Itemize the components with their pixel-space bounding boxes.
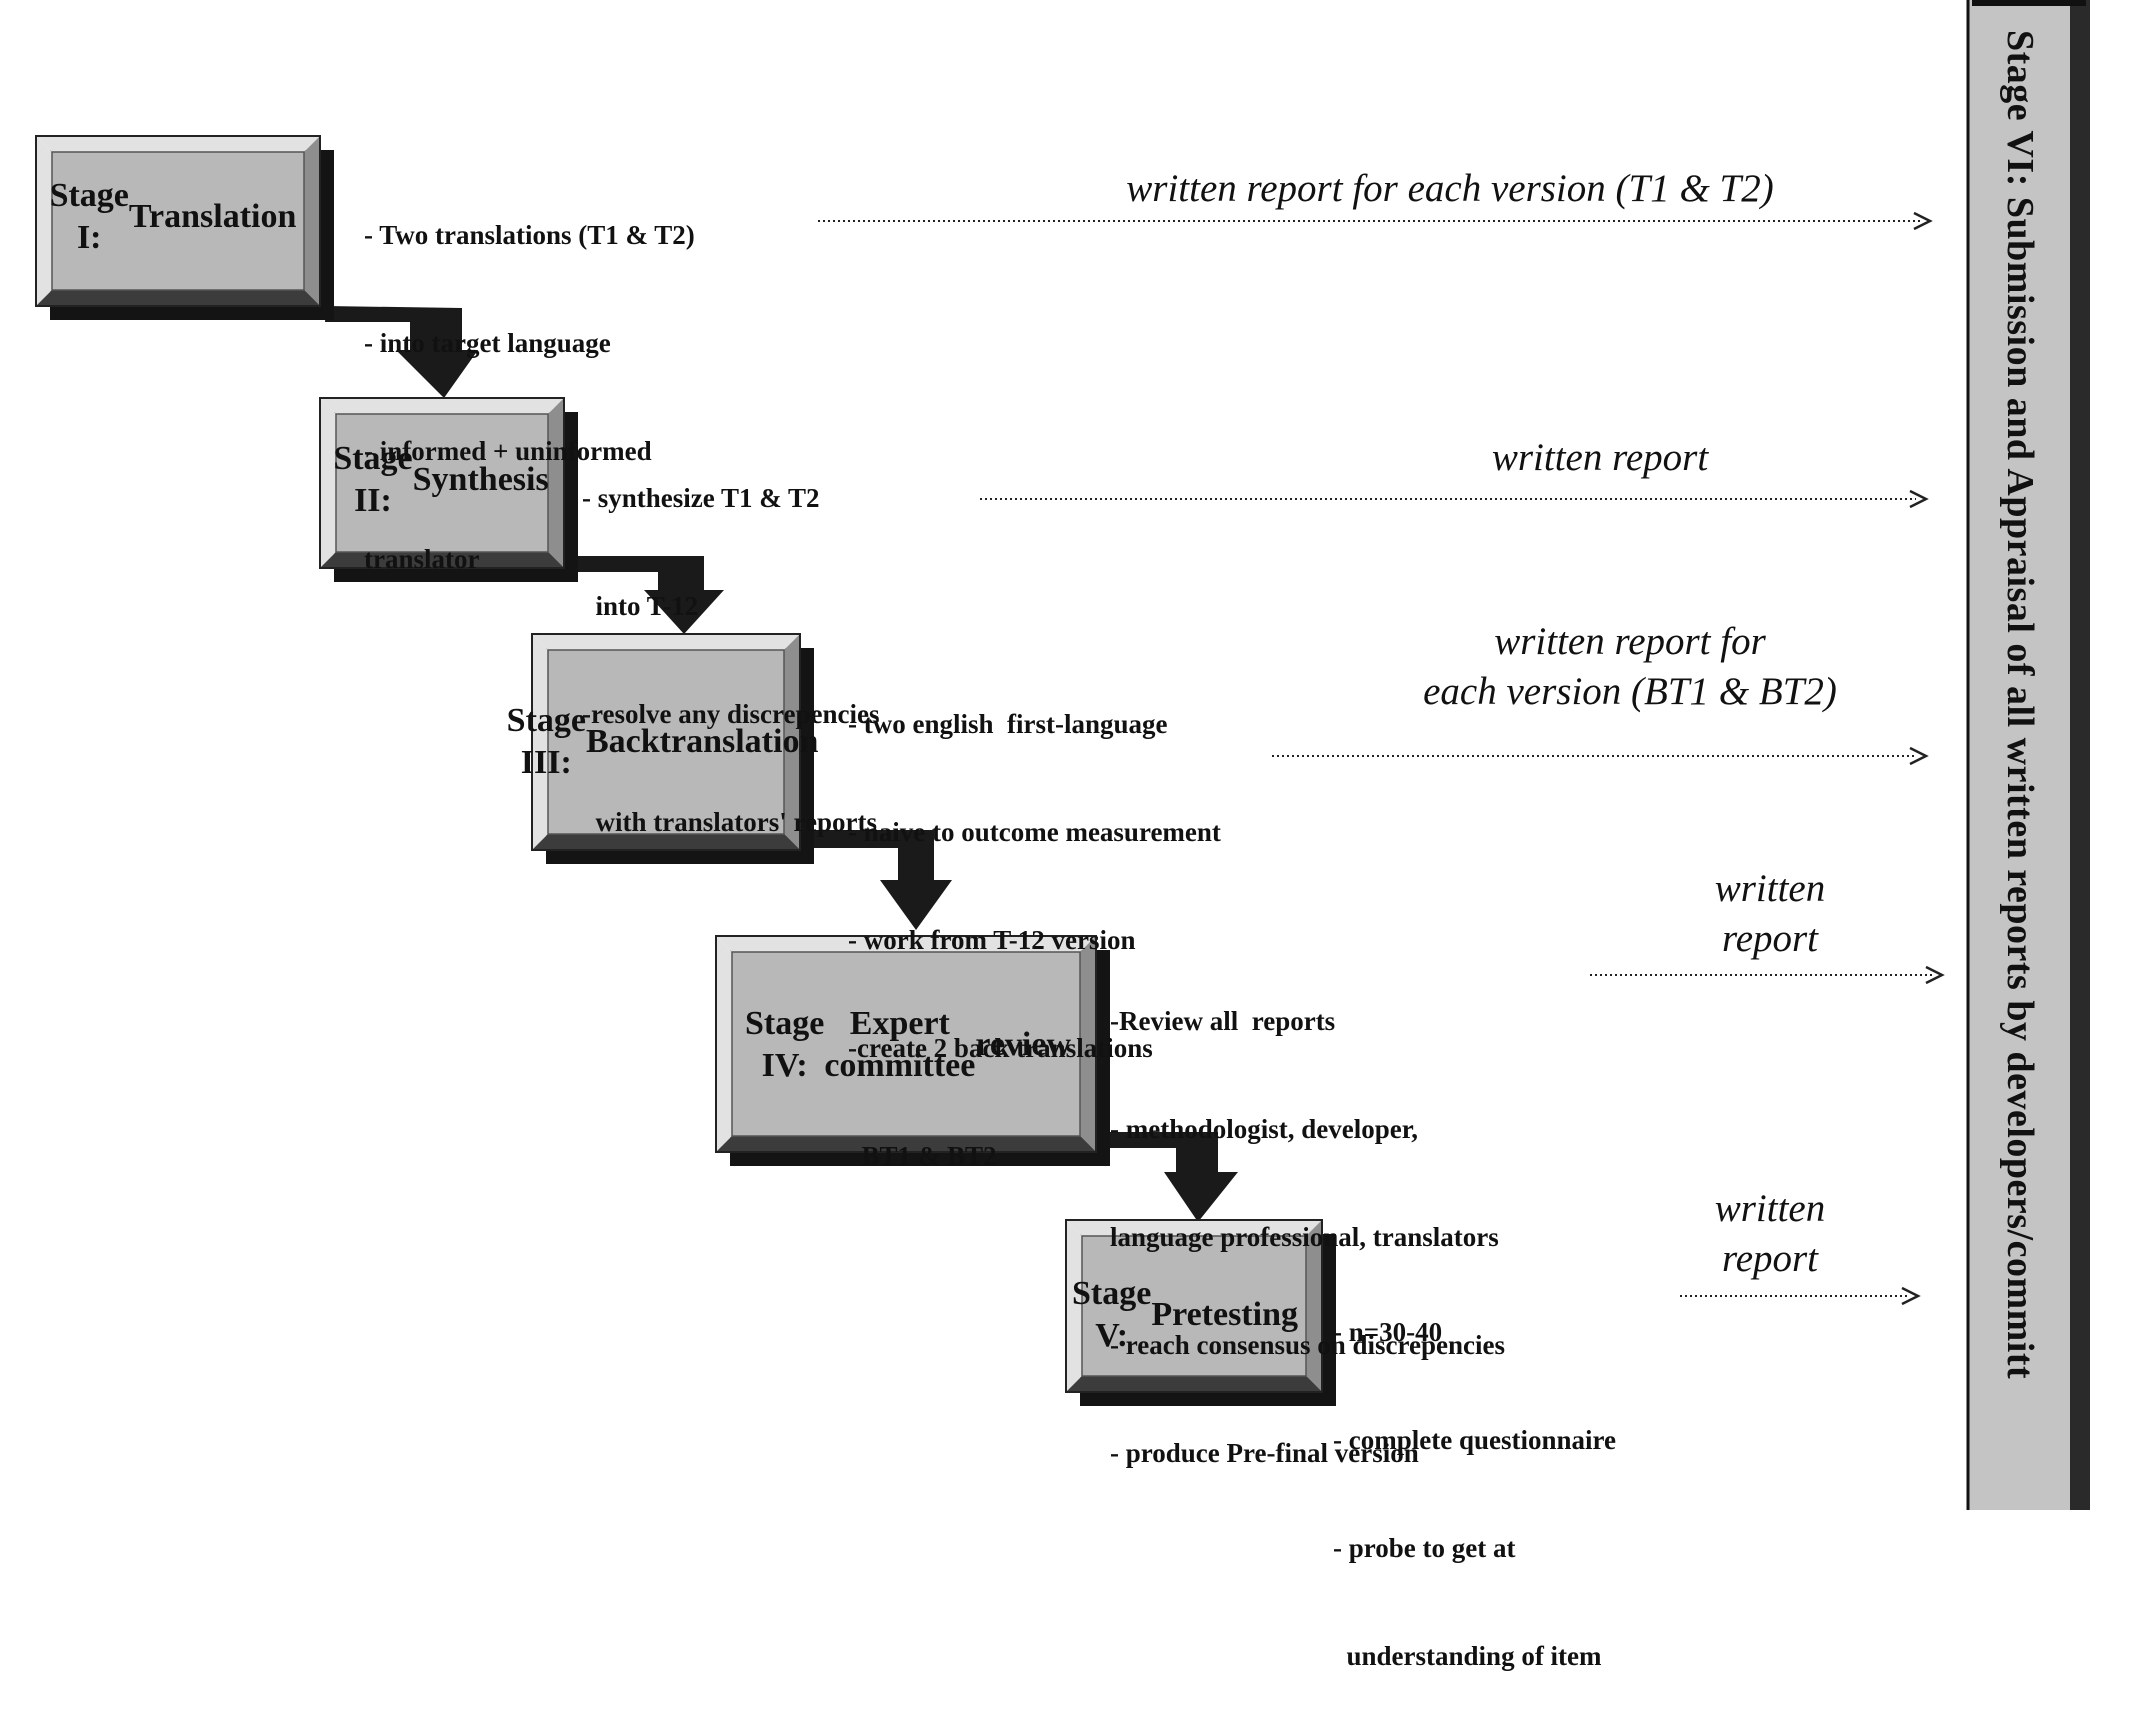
report-arrow-3 [1272,746,1929,766]
final-stage-panel [1966,0,2090,1510]
stage-box-bevel-bottom [532,834,800,850]
stage-box-bevel-left [320,398,336,568]
stage-box-face [51,151,305,291]
stage-box-bevel-bottom [320,552,564,568]
stage-box-outline [1065,1219,1323,1393]
stage-box-bevel-right [1080,936,1096,1152]
connector-arrow-4 [1100,1132,1238,1222]
report-arrow-2 [980,489,1929,509]
stage-5-title: Stage V: Pretesting [1072,1274,1298,1354]
stage-box-bevel-left [36,136,52,306]
stage-box-5 [1065,1219,1336,1406]
stage-box-bevel-bottom [1066,1376,1322,1392]
stage-box-face [1081,1235,1307,1377]
report-arrow-head [1925,965,1945,985]
connector-arrow-1 [325,306,478,398]
stage-5-details: - n=30-40 - complete questionnaire - pro… [1333,1317,1616,1671]
stage-box-bevel-top [532,634,800,650]
stage-box-bevel-right [784,634,800,850]
stage-3-title: Stage III: Back translation [506,701,819,781]
connector-arrow-3 [806,830,952,930]
final-stage-panel-shadow [2070,0,2090,1510]
stage-box-bevel-left [532,634,548,850]
final-stage-panel-top-edge [1972,0,2086,6]
stage-connectors [325,306,1238,1222]
stage-box-outline [35,135,321,307]
stage-box-bevel-top [1066,1220,1322,1236]
stage-box-face [731,951,1081,1137]
report-arrow-5 [1680,1286,1921,1306]
stage-box-bevel-top [716,936,1096,952]
stage-2-report-label: written report [1491,436,1709,479]
stage-4-title: Stage IV: Expert committee review [745,1004,1072,1084]
stage-2-details: - synthesize T1 & T2 into T-12 -resolve … [582,483,880,837]
stage-box-bevel-right [548,398,564,568]
report-arrow-head [1909,746,1929,766]
final-stage-panel-fill [1968,0,2070,1510]
stage-1-report-label: written report for each version (T1 & T2… [1126,167,1774,210]
report-arrow-1 [818,211,1933,231]
stage-2-title: Stage II: Synthesis [333,439,549,519]
stage-box-outline [531,633,801,851]
report-arrow-4 [1590,965,1945,985]
stage-1-details: - Two translations (T1 & T2) - into targ… [364,220,695,574]
stage-3-report-label: written report for each version (BT1 & B… [1423,620,1837,713]
stage-box-outline [319,397,565,569]
connector-arrow-2 [570,556,724,634]
stage-box-3 [531,633,814,864]
stage-5-report-label: written report [1714,1187,1826,1280]
stage-box-bevel-top [320,398,564,414]
report-arrow-head [1909,489,1929,509]
stage-box-bevel-bottom [716,1136,1096,1152]
stage-box-face [547,649,785,835]
stage-4-details: -Review all reports - methodologist, dev… [1110,1006,1506,1468]
stage-box-face [335,413,549,553]
stage-box-bevel-left [1066,1220,1082,1392]
stage-6-title: Stage VI: Submission and Appraisal of al… [1999,30,2041,1380]
stage-box-1 [35,135,334,320]
stage-box-bevel-left [716,936,732,1152]
stage-boxes [35,135,1336,1406]
report-arrow-head [1913,211,1933,231]
stage-1-title: Stage I: Translation [49,176,297,256]
stage-box-2 [319,397,578,582]
stage-box-bevel-bottom [36,290,320,306]
stage-box-4 [715,935,1110,1166]
diagram-canvas [35,0,2090,1510]
report-arrow-head [1901,1286,1921,1306]
stage-3-details: - two english first-language - naive to … [848,709,1221,1171]
stage-box-bevel-right [1306,1220,1322,1392]
stage-box-outline [715,935,1097,1153]
stage-box-bevel-top [36,136,320,152]
stage-box-bevel-right [304,136,320,306]
stage-4-report-label: written report [1714,867,1826,960]
report-arrows [818,211,1945,1306]
